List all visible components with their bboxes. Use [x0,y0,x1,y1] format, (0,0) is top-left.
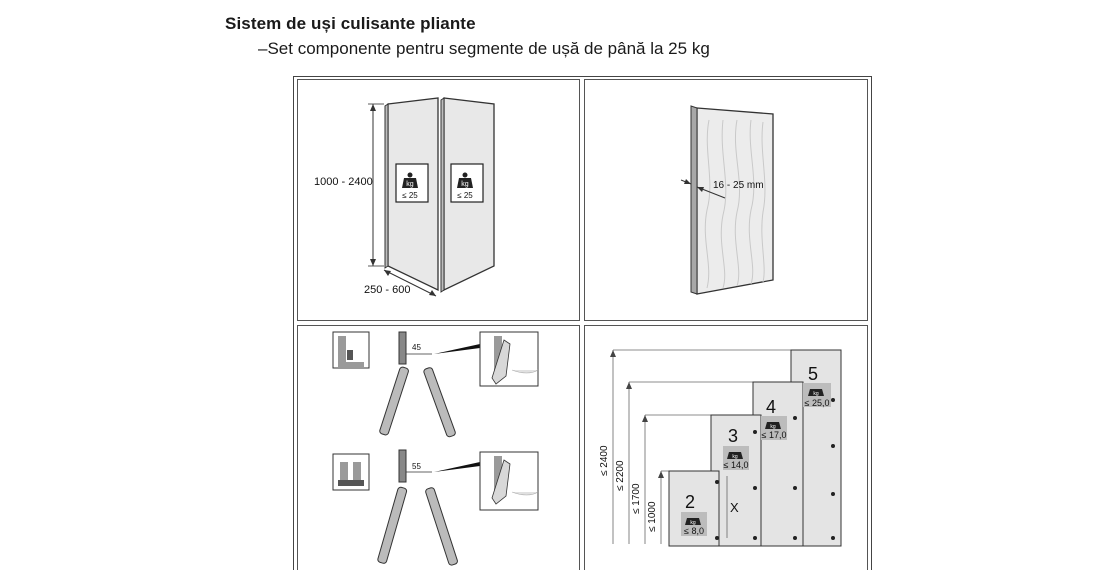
height-label-1700: ≤ 1700 [631,483,642,514]
hinge-illustration: 45 55 [332,331,539,566]
width-range-label: 250 - 600 [364,284,410,296]
height-label-2400: ≤ 2400 [599,445,610,476]
segment-weight-3: ≤ 14,0 [724,460,749,470]
kg-label: kg [813,391,819,397]
segment-count-3: 3 [728,426,738,446]
segment-count-5: 5 [808,364,818,384]
kg-label: kg [690,520,696,526]
page-subtitle: –Set componente pentru segmente de ușă d… [258,39,710,58]
kg-label: kg [732,454,738,460]
kg-label-right: kg [461,181,469,188]
thickness-range-label: 16 - 25 mm [713,180,764,191]
kg-label: kg [770,424,776,430]
door-thickness-illustration: 16 - 25 mm [680,105,774,295]
panel-dimensions: kg kg ≤ 25 ≤ 25 1000 - 2400 250 - 600 [297,79,580,321]
x-label: X [730,500,739,515]
panel-segments: ≤ 2400 ≤ 2200 ≤ 1700 ≤ 1000 X 2 kg ≤ 8,0… [584,325,868,570]
height-label-2200: ≤ 2200 [615,460,626,491]
weight-limit-left: ≤ 25 [402,191,418,200]
kg-label-left: kg [406,181,414,188]
segment-count-2: 2 [685,492,695,512]
height-label-1000: ≤ 1000 [647,501,658,532]
diagram-frame [293,76,872,570]
segment-count-4: 4 [766,397,776,417]
panel-thickness: 16 - 25 mm [584,79,868,321]
hinge-angle-top: 45 [412,343,421,352]
weight-icon [402,178,418,188]
height-range-label: 1000 - 2400 [314,176,373,188]
weight-icon [685,518,701,525]
segment-weight-2: ≤ 8,0 [684,526,704,536]
panel-hinges: 45 55 [297,325,580,570]
segment-weight-4: ≤ 17,0 [762,430,787,440]
page-title: Sistem de uși culisante pliante [225,14,476,33]
segment-weight-5: ≤ 25,0 [805,398,830,408]
door-dimensions-illustration: kg kg ≤ 25 ≤ 25 1000 - 2400 250 - 600 [314,97,495,297]
segments-illustration: ≤ 2400 ≤ 2200 ≤ 1700 ≤ 1000 X 2 kg ≤ 8,0… [599,349,842,547]
weight-limit-right: ≤ 25 [457,191,473,200]
hinge-angle-bottom: 55 [412,462,421,471]
